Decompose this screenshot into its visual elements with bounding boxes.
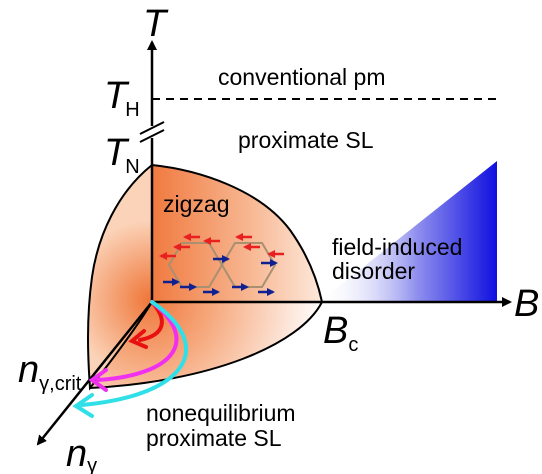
field-induced-label-line1: field-induced xyxy=(332,234,462,260)
zigzag-label: zigzag xyxy=(163,191,229,217)
t-n-subscript: N xyxy=(125,156,139,178)
b-c-symbol: B xyxy=(323,310,348,352)
side-dome xyxy=(87,162,153,391)
b-c-label: Bc xyxy=(323,310,358,356)
t-h-symbol: T xyxy=(104,75,130,117)
field-induced-region xyxy=(318,161,497,303)
bottom-dome-edge xyxy=(89,301,323,389)
t-h-label: TH xyxy=(104,75,140,121)
axis-break-mark xyxy=(139,129,165,143)
t-n-symbol: T xyxy=(104,132,130,174)
n-crit-label: nγ,crit xyxy=(18,349,82,395)
t-n-label: TN xyxy=(104,132,140,178)
density-axis-subscript: γ xyxy=(87,455,97,474)
density-axis-label: nγ xyxy=(66,433,97,474)
t-h-subscript: H xyxy=(125,99,139,121)
temperature-axis-label: T xyxy=(143,3,169,45)
axis-break-mark xyxy=(139,121,165,135)
n-crit-symbol: n xyxy=(18,349,39,391)
density-axis-symbol: n xyxy=(66,433,87,474)
trajectory-cyan xyxy=(80,300,189,407)
trajectories xyxy=(72,300,189,418)
nonequilibrium-label-line1: nonequilibrium xyxy=(146,400,296,426)
n-crit-subscript: γ,crit xyxy=(39,373,82,395)
proximate-sl-label: proximate SL xyxy=(238,127,374,153)
bottom-dome xyxy=(90,302,322,388)
density-axis xyxy=(36,301,153,446)
b-c-subscript: c xyxy=(348,334,358,356)
field-axis-label: B xyxy=(514,283,539,325)
field-induced-label-line2: disorder xyxy=(332,258,415,284)
nonequilibrium-label-line2: proximate SL xyxy=(146,425,282,451)
spin-arrows xyxy=(159,233,284,296)
conventional-pm-label: conventional pm xyxy=(218,64,386,90)
